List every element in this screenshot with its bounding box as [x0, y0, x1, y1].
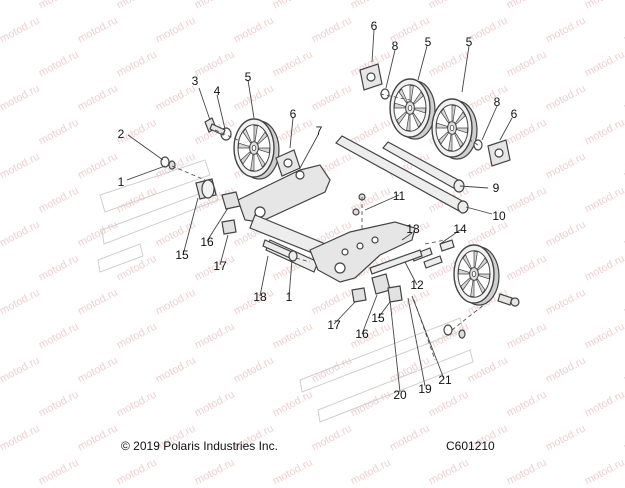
callout-10: 10: [492, 209, 506, 223]
callout-16b: 16: [355, 327, 369, 341]
callout-16a: 16: [200, 235, 214, 249]
callout-17a: 17: [213, 259, 227, 273]
callout-20: 20: [393, 388, 407, 402]
copyright-text: © 2019 Polaris Industries Inc.: [121, 439, 278, 453]
callout-12: 12: [410, 278, 424, 292]
parts-diagram: [97, 29, 520, 423]
callout-1a: 1: [117, 175, 125, 189]
idler-wheel-right: [453, 244, 500, 306]
callout-18: 18: [253, 290, 267, 304]
callout-8b: 8: [493, 95, 501, 109]
bolt-18: [262, 239, 298, 262]
callout-8a: 8: [391, 39, 399, 53]
rod-9: [382, 141, 465, 193]
callout-17b: 17: [327, 318, 341, 332]
idler-wheel-top-2: [431, 98, 478, 160]
callout-3: 3: [191, 74, 199, 88]
callout-1b: 1: [285, 290, 293, 304]
shaft-19-20: [369, 249, 423, 275]
idler-wheel-left: [233, 118, 280, 180]
bolt-3: [204, 117, 226, 136]
cap-6-right: [487, 139, 511, 167]
callout-6b: 6: [370, 19, 378, 33]
bolt-right: [497, 293, 520, 307]
callout-5c: 5: [465, 35, 473, 49]
idler-wheel-top-1: [389, 78, 436, 140]
rod-10: [335, 135, 469, 214]
callout-19: 19: [418, 382, 432, 396]
callout-4: 4: [213, 84, 221, 98]
bushings: [195, 178, 403, 303]
cap-6-top: [359, 63, 383, 91]
callout-9: 9: [492, 181, 500, 195]
callout-13: 13: [406, 222, 420, 236]
callout-6a: 6: [289, 107, 297, 121]
diagram-code: C601210: [446, 439, 495, 453]
callout-6c: 6: [510, 107, 518, 121]
callout-7: 7: [315, 124, 323, 138]
leader-lines: [126, 29, 513, 393]
callout-14: 14: [453, 222, 467, 236]
bracket: [309, 221, 416, 283]
callout-5a: 5: [244, 70, 252, 84]
callout-2: 2: [117, 127, 125, 141]
callout-5b: 5: [424, 35, 432, 49]
callout-21: 21: [438, 373, 452, 387]
callout-11: 11: [392, 189, 406, 203]
callout-15a: 15: [175, 248, 189, 262]
centerlines: [171, 93, 491, 361]
callout-15b: 15: [371, 311, 385, 325]
